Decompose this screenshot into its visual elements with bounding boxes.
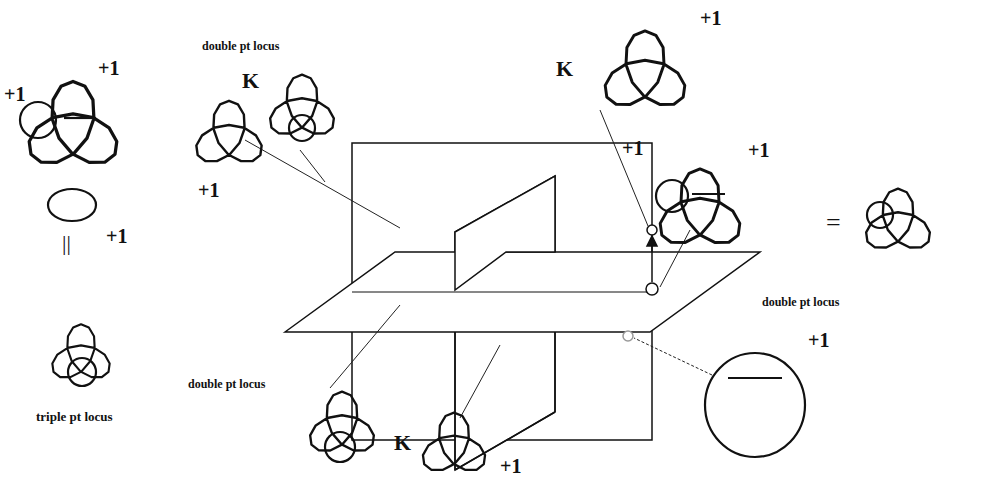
knot-loop — [656, 180, 688, 212]
knot — [270, 75, 334, 134]
framing-number: +1 — [198, 180, 219, 200]
framing-number: +1 — [700, 8, 721, 28]
leader-line — [600, 110, 648, 226]
framing-number: +1 — [106, 226, 127, 246]
leader-line — [300, 150, 325, 182]
framing-number: +1 — [808, 330, 829, 350]
knot-name: K — [242, 70, 259, 92]
framing-number: +1 — [4, 84, 25, 104]
framing-number: +1 — [622, 138, 643, 158]
knot — [310, 392, 374, 451]
locus-label: double pt locus — [188, 378, 265, 390]
leader-line — [634, 338, 712, 375]
plane-edge — [554, 332, 556, 412]
leader-line — [245, 140, 400, 228]
plane — [285, 252, 760, 332]
knot — [605, 31, 685, 105]
knot-loop — [325, 432, 355, 462]
equals-sign: || — [62, 232, 71, 254]
locus-label: double pt locus — [202, 40, 279, 52]
arrow-line — [651, 244, 653, 282]
point-marker — [646, 283, 658, 295]
leader-line — [330, 305, 400, 388]
knot-loop — [692, 193, 725, 195]
framing-number: +1 — [98, 58, 119, 78]
equals-sign: = — [826, 210, 841, 236]
knot-loop — [289, 115, 315, 141]
knot-name: K — [394, 432, 411, 454]
locus-label: double pt locus — [762, 296, 839, 308]
knot-loop — [48, 189, 96, 221]
framing-number: +1 — [500, 456, 521, 476]
knot-loop — [68, 358, 96, 386]
plane — [455, 176, 555, 290]
knot-loop — [20, 102, 56, 138]
knot-name: K — [556, 58, 573, 80]
leader-line — [460, 345, 500, 418]
locus-label: triple pt locus — [36, 410, 113, 423]
knot-loop — [64, 117, 96, 119]
knot — [52, 324, 109, 377]
knot — [423, 413, 485, 470]
intersection-line — [352, 292, 652, 293]
framing-number: +1 — [748, 140, 769, 160]
knot — [705, 353, 805, 457]
knot — [196, 101, 261, 161]
arrow-head — [647, 236, 657, 246]
point-marker — [647, 225, 657, 235]
plane-edge — [454, 332, 456, 470]
knot — [29, 81, 117, 162]
point-marker — [623, 331, 633, 341]
knot-loop — [728, 377, 782, 379]
knot — [866, 189, 930, 248]
knot-loop — [867, 202, 893, 228]
